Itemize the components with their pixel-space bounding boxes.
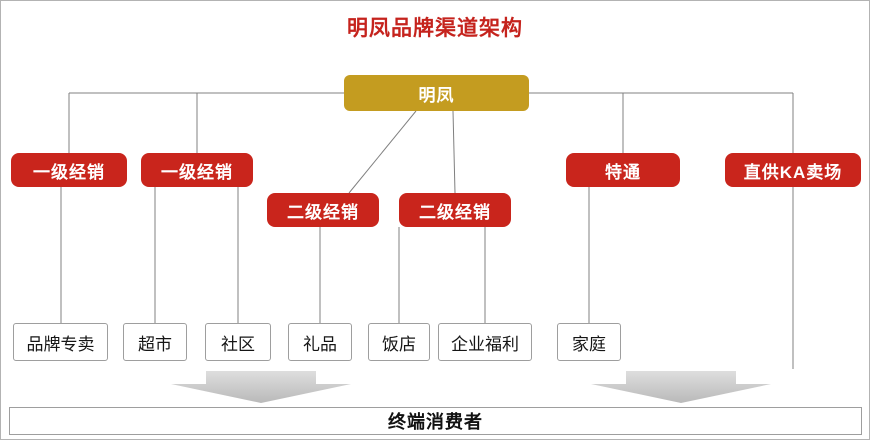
node-tier1-distributor-2: 一级经销 xyxy=(141,153,253,187)
node-restaurant: 饭店 xyxy=(368,323,430,361)
node-tier2-distributor-1: 二级经销 xyxy=(267,193,379,227)
node-supermarket: 超市 xyxy=(123,323,187,361)
node-special-channel: 特通 xyxy=(566,153,680,187)
node-gift: 礼品 xyxy=(288,323,352,361)
diagram-title: 明凤品牌渠道架构 xyxy=(347,17,523,40)
node-mingfeng: 明凤 xyxy=(344,75,529,111)
down-arrow-right xyxy=(591,371,771,403)
node-brand-store: 品牌专卖 xyxy=(13,323,108,361)
node-corporate-welfare: 企业福利 xyxy=(438,323,532,361)
node-community: 社区 xyxy=(205,323,271,361)
node-direct-ka-store: 直供KA卖场 xyxy=(725,153,861,187)
down-arrow-left xyxy=(171,371,351,403)
node-tier1-distributor-1: 一级经销 xyxy=(11,153,127,187)
node-tier2-distributor-2: 二级经销 xyxy=(399,193,511,227)
node-household: 家庭 xyxy=(557,323,621,361)
end-consumer-bar: 终端消费者 xyxy=(9,407,862,435)
